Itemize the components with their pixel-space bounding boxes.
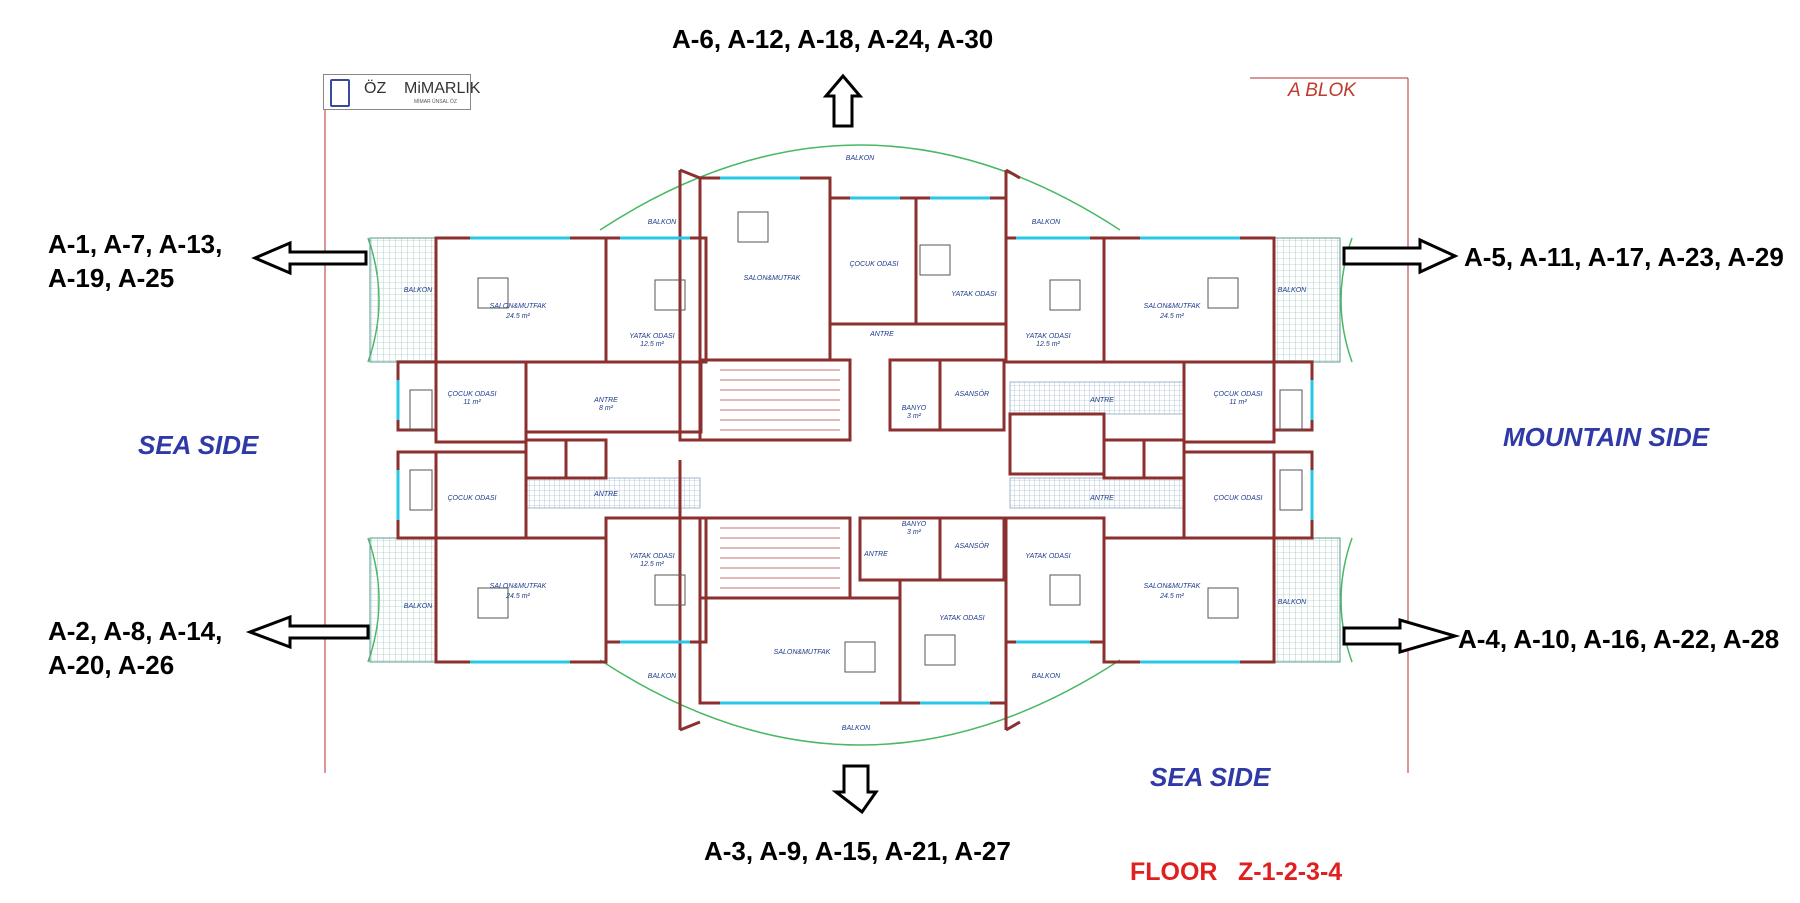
salon-area: 24.5 m² [1159, 313, 1184, 320]
cocuk-label: ÇOCUK ODASI [447, 495, 496, 502]
yatak-area: 12.5 m² [640, 341, 664, 348]
yatak-label: YATAK ODASI [1025, 333, 1070, 340]
salon-label: SALON&MUTFAK [1144, 583, 1201, 590]
cocuk-area: 11 m² [1229, 399, 1247, 406]
arrow-left [245, 614, 370, 650]
site-boundary [324, 77, 1409, 773]
balkon-label: BALKON [1032, 219, 1061, 226]
cocuk-label: ÇOCUK ODASI [1213, 495, 1262, 502]
yatak-area: 12.5 m² [640, 561, 664, 568]
corridor-tiles [524, 381, 1186, 509]
asansor-label: ASANSÖR [954, 542, 989, 550]
antre-label: ANTRE [593, 491, 618, 498]
yatak-label: YATAK ODASI [629, 553, 674, 560]
unit-label-top-left-line2: A-19, A-25 [48, 263, 175, 293]
balkon-label: BALKON [648, 219, 677, 226]
balkon-label: BALKON [404, 603, 433, 610]
logo-brand-right: MiMARLIK [404, 80, 481, 97]
balkon-label: BALKON [1032, 673, 1061, 680]
windows [396, 176, 1314, 705]
balkon-label: BALKON [648, 673, 677, 680]
antre-label: ANTRE [1089, 397, 1114, 404]
banyo-area: 3 m² [907, 413, 922, 420]
salon-label: SALON&MUTFAK [490, 303, 547, 310]
banyo-label: BANYO [902, 521, 927, 528]
yatak-area: 12.5 m² [1036, 341, 1060, 348]
antre-area: 8 m² [599, 405, 614, 412]
salon-label: SALON&MUTFAK [774, 649, 831, 656]
balkon-label: BALKON [1278, 599, 1307, 606]
orientation-left: SEA SIDE [138, 430, 259, 460]
antre-label: ANTRE [863, 551, 888, 558]
floor-value: Z-1-2-3-4 [1238, 858, 1343, 886]
antre-label: ANTRE [869, 331, 894, 338]
salon-area: 24.5 m² [505, 313, 530, 320]
architect-logo: ÖZ MiMARLIK MİMAR ÜNSAL ÖZ [323, 74, 480, 110]
asansor-label: ASANSÖR [954, 390, 989, 398]
antre-label: ANTRE [593, 397, 618, 404]
unit-label-bottom-left-line2: A-20, A-26 [48, 650, 175, 680]
banyo-area: 3 m² [907, 529, 922, 536]
walls [396, 168, 1314, 732]
balkon-label-bottom: BALKON [842, 725, 871, 732]
salon-label: SALON&MUTFAK [744, 275, 801, 282]
balkon-label: BALKON [404, 287, 433, 294]
unit-label-top-right: A-5, A-11, A-17, A-23, A-29 [1464, 242, 1784, 272]
yatak-label: YATAK ODASI [1025, 553, 1070, 560]
block-label: A BLOK [1288, 80, 1356, 101]
arrow-right [1342, 618, 1461, 654]
balkon-label: BALKON [1278, 287, 1307, 294]
orientation-bottom: SEA SIDE [1150, 762, 1271, 792]
yatak-label: YATAK ODASI [629, 333, 674, 340]
arrow-down [831, 764, 879, 815]
antre-label: ANTRE [1089, 495, 1114, 502]
direction-arrows [245, 73, 1461, 815]
unit-label-top-left-line1: A-1, A-7, A-13, [48, 229, 223, 259]
yatak-label: YATAK ODASI [951, 291, 996, 298]
yatak-label: YATAK ODASI [939, 615, 984, 622]
unit-label-bottom-right: A-4, A-10, A-16, A-22, A-28 [1458, 624, 1780, 654]
arrow-left [251, 240, 368, 276]
salon-area: 24.5 m² [505, 593, 530, 600]
banyo-label: BANYO [902, 405, 927, 412]
arrow-right [1342, 237, 1459, 275]
logo-brand-left: ÖZ [364, 80, 387, 97]
logo-subtitle: MİMAR ÜNSAL ÖZ [414, 99, 457, 105]
cocuk-label: ÇOCUK ODASI [447, 391, 496, 398]
floor-label: FLOOR [1130, 858, 1218, 886]
salon-label: SALON&MUTFAK [1144, 303, 1201, 310]
cocuk-label: ÇOCUK ODASI [849, 261, 898, 268]
cocuk-label: ÇOCUK ODASI [1213, 391, 1262, 398]
orientation-right: MOUNTAIN SIDE [1503, 422, 1710, 452]
furniture [409, 211, 1303, 673]
salon-label: SALON&MUTFAK [490, 583, 547, 590]
stairs [720, 369, 840, 589]
cocuk-area: 11 m² [463, 399, 481, 406]
room-labels: BALKON BALKON BALKON BALKON BALKON BALKO… [404, 155, 1307, 732]
unit-label-bottom-left-line1: A-2, A-8, A-14, [48, 616, 223, 646]
arrow-up [822, 73, 864, 128]
unit-label-top: A-6, A-12, A-18, A-24, A-30 [672, 24, 994, 54]
unit-label-bottom: A-3, A-9, A-15, A-21, A-27 [704, 836, 1011, 866]
balcony-arcs [367, 144, 1353, 746]
logo-mark-icon [330, 79, 350, 107]
salon-area: 24.5 m² [1159, 593, 1184, 600]
balkon-label-top: BALKON [846, 155, 875, 162]
